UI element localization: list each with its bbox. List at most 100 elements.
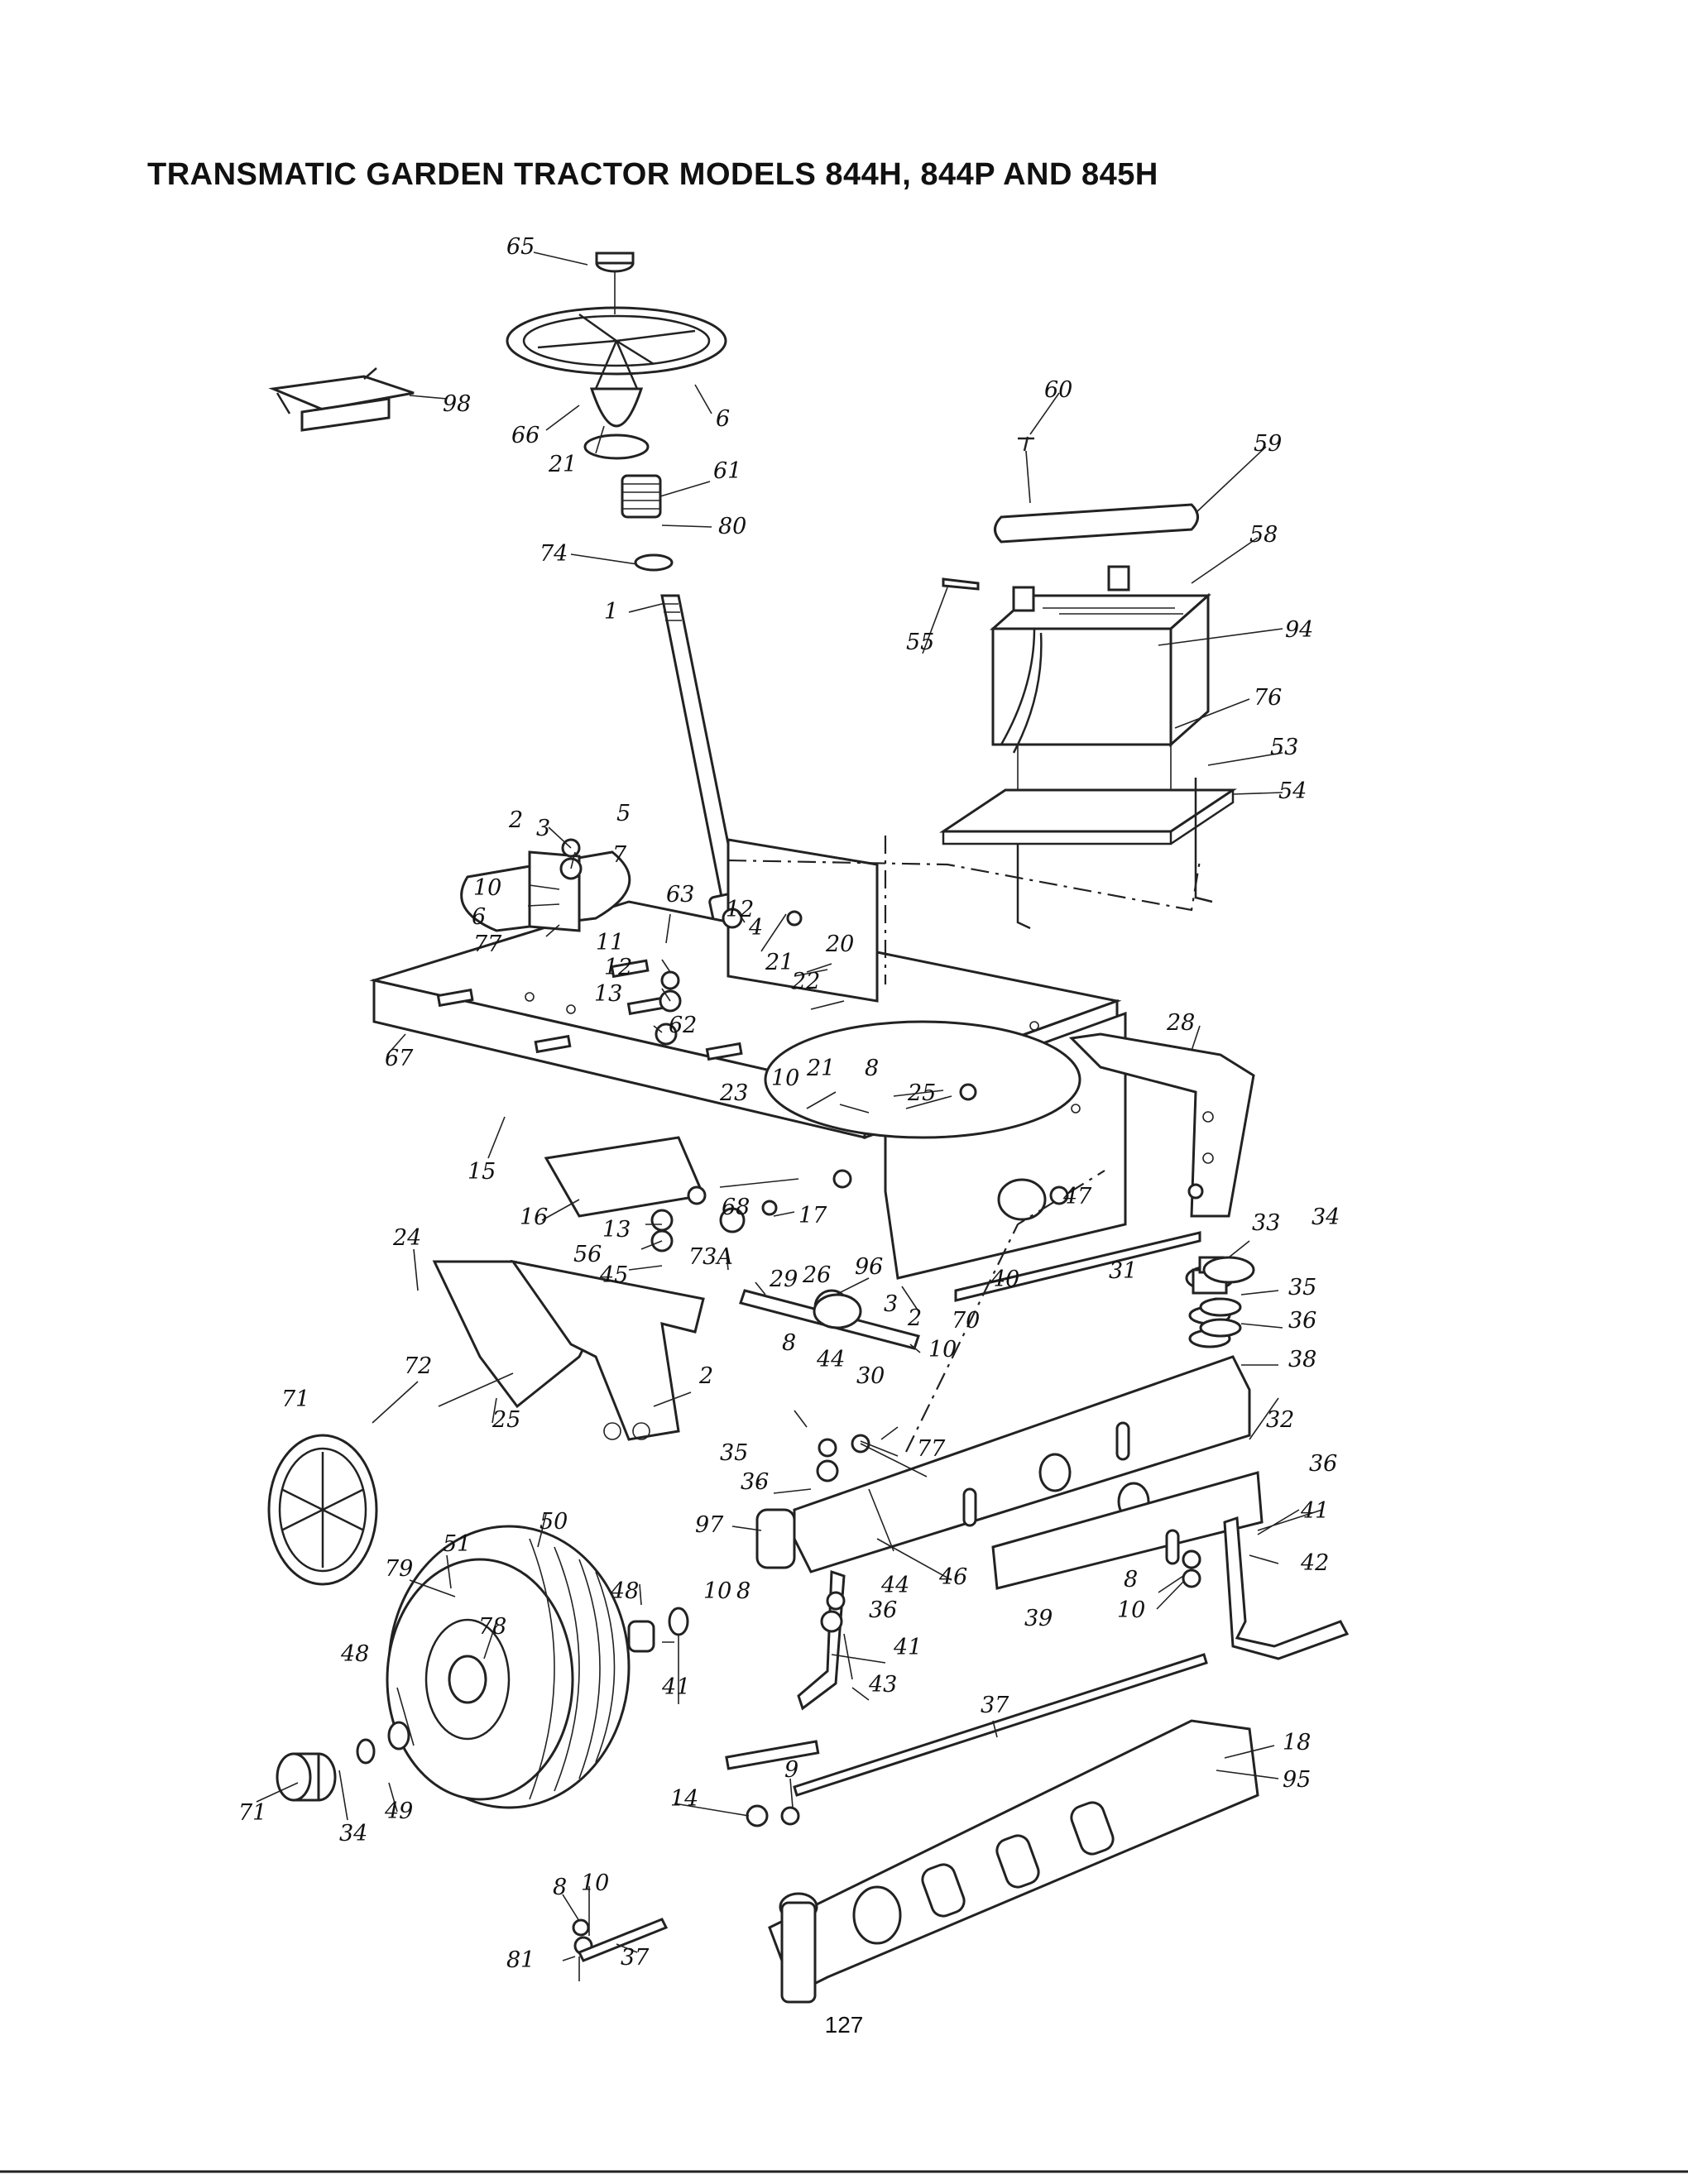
link-bar: [577, 1918, 669, 1962]
callout-8: 8: [865, 1056, 879, 1081]
callout-42: 42: [1300, 1550, 1329, 1576]
callout-48: 48: [340, 1641, 369, 1667]
callout-46: 46: [938, 1564, 967, 1590]
callout-71b: 71: [238, 1800, 266, 1826]
callout-21b: 21: [765, 950, 794, 975]
callout-40: 40: [990, 1267, 1019, 1292]
page-title: TRANSMATIC GARDEN TRACTOR MODELS 844H, 8…: [147, 157, 1158, 192]
callout-98: 98: [443, 391, 471, 417]
hardware: [559, 838, 1255, 1956]
battery-hold-down: [994, 436, 1199, 544]
callout-20: 20: [825, 932, 854, 957]
callout-45: 45: [599, 1262, 628, 1288]
callout-10d: 10: [1117, 1597, 1145, 1623]
callout-35: 35: [1288, 1275, 1316, 1300]
bushing: [387, 1721, 410, 1751]
callout-66: 66: [511, 423, 539, 448]
callout-4: 4: [748, 915, 763, 941]
front-axle-bracket: [432, 1259, 705, 1441]
callout-43: 43: [868, 1672, 897, 1698]
callout-54: 54: [1278, 778, 1307, 804]
callout-95: 95: [1283, 1767, 1311, 1793]
callout-97: 97: [695, 1512, 724, 1538]
callout-12: 12: [726, 897, 754, 922]
callout-30: 30: [856, 1363, 885, 1389]
callout-8c: 8: [1124, 1567, 1138, 1592]
callout-49: 49: [384, 1798, 413, 1824]
callout-36d: 36: [869, 1597, 897, 1623]
callout-70: 70: [952, 1308, 980, 1334]
callout-55: 55: [906, 630, 934, 655]
axle-support: [768, 1719, 1259, 2004]
callout-96: 96: [855, 1254, 883, 1280]
callout-26: 26: [802, 1262, 831, 1288]
callout-3b: 3: [884, 1291, 898, 1317]
hubcap: [267, 1434, 378, 1586]
pedal: [268, 367, 415, 432]
callout-6: 6: [716, 406, 730, 432]
callout-6b: 6: [472, 904, 486, 930]
callout-67: 67: [385, 1046, 414, 1071]
callout-2b: 2: [907, 1305, 922, 1331]
callout-72: 72: [404, 1353, 432, 1379]
callout-15: 15: [468, 1159, 496, 1185]
steering-wheel: [506, 251, 727, 460]
callout-28: 28: [1166, 1010, 1195, 1036]
callout-17: 17: [798, 1203, 827, 1228]
callout-13: 13: [594, 981, 622, 1007]
callout-21c: 21: [806, 1056, 835, 1081]
callout-35b: 35: [720, 1440, 748, 1466]
bearing: [627, 1620, 655, 1653]
callout-47: 47: [1062, 1184, 1092, 1209]
callout-13b: 13: [602, 1217, 631, 1243]
callout-10: 10: [473, 875, 501, 901]
callout-8d: 8: [736, 1578, 750, 1604]
callout-68: 68: [722, 1195, 750, 1220]
callout-21: 21: [548, 452, 577, 477]
callout-36b: 36: [1309, 1451, 1337, 1477]
callout-3: 3: [536, 816, 550, 841]
washer: [668, 1607, 689, 1636]
rod: [954, 1231, 1201, 1302]
callout-41c: 41: [661, 1674, 690, 1700]
callout-61: 61: [713, 458, 741, 484]
callout-44: 44: [816, 1347, 845, 1372]
battery-tray: [939, 745, 1237, 930]
callout-37b: 37: [621, 1945, 650, 1971]
callout-22: 22: [791, 969, 820, 994]
battery: [990, 565, 1211, 754]
callout-29: 29: [769, 1267, 798, 1292]
callout-63: 63: [666, 882, 694, 908]
callout-37: 37: [981, 1693, 1009, 1718]
callout-79: 79: [385, 1556, 413, 1582]
callout-76: 76: [1254, 685, 1282, 711]
callout-48b: 48: [610, 1578, 639, 1604]
callout-7: 7: [612, 842, 627, 868]
callout-38: 38: [1288, 1347, 1316, 1372]
callout-31: 31: [1109, 1258, 1137, 1284]
callout-5: 5: [616, 801, 631, 826]
callout-8e: 8: [553, 1875, 567, 1900]
rear-bracket: [1068, 1032, 1255, 1218]
callout-25b: 25: [492, 1407, 520, 1433]
page-number: 127: [824, 2012, 864, 2038]
callout-56: 56: [573, 1242, 602, 1267]
callout-10f: 10: [581, 1870, 609, 1896]
callout-74: 74: [539, 541, 568, 567]
callout-41b: 41: [893, 1635, 922, 1660]
callout-14: 14: [670, 1786, 698, 1812]
callout-32: 32: [1266, 1407, 1294, 1433]
callout-44b: 44: [880, 1573, 909, 1598]
callout-34: 34: [1312, 1205, 1340, 1230]
callout-24: 24: [392, 1225, 421, 1251]
reference-line: [727, 859, 1201, 912]
callout-12b: 12: [604, 955, 632, 980]
callout-10e: 10: [703, 1578, 731, 1604]
reference-line: [905, 1170, 1105, 1453]
callout-8b: 8: [782, 1330, 796, 1356]
callout-60: 60: [1044, 377, 1072, 403]
bolt: [942, 577, 980, 591]
callout-51: 51: [443, 1531, 471, 1557]
callout-77: 77: [473, 932, 502, 957]
